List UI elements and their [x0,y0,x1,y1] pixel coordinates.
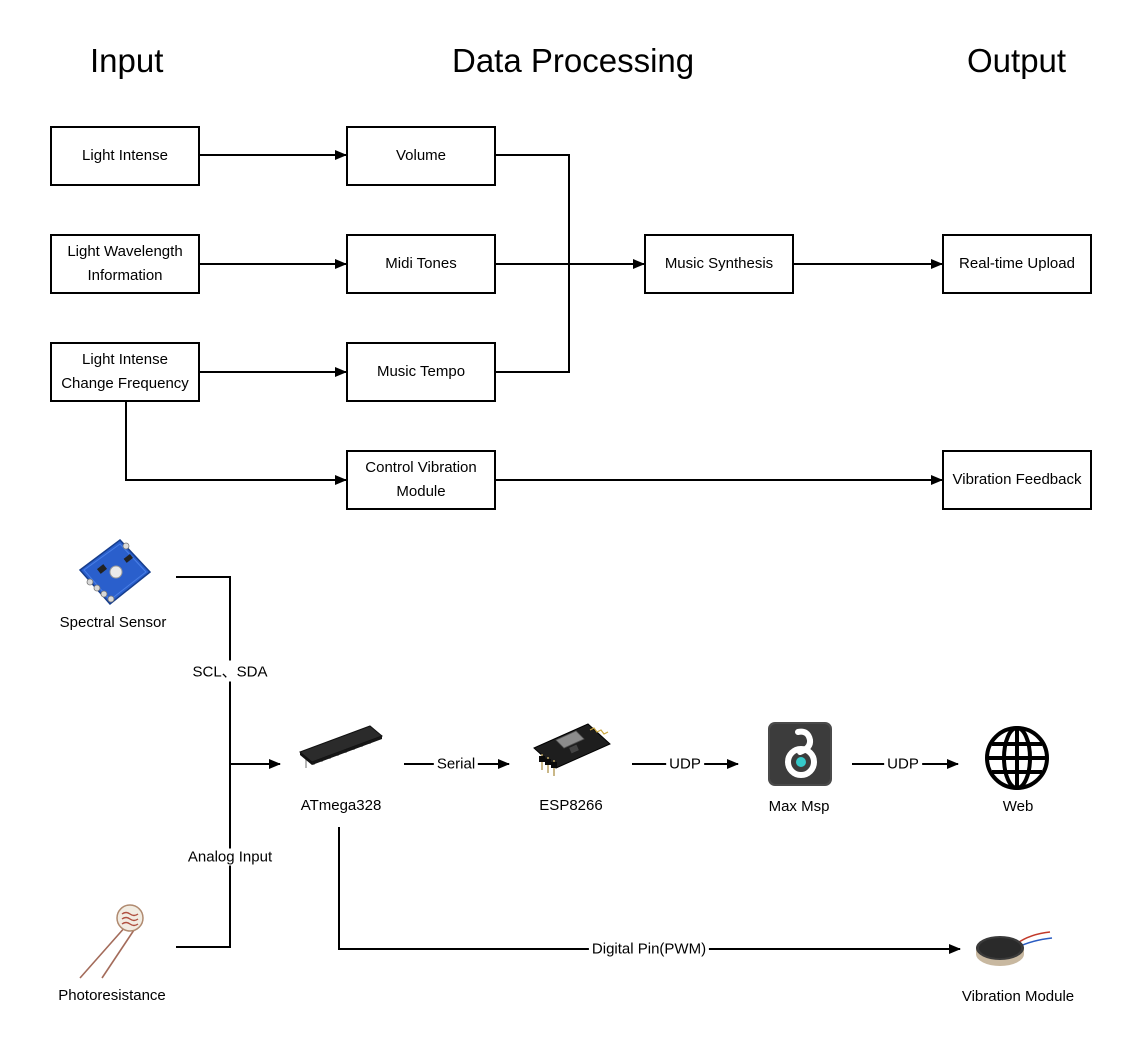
edge-label-scl-sda: SCL、SDA [189,660,271,682]
box-music-tempo: Music Tempo [346,342,496,402]
max-msp-label: Max Msp [768,798,830,815]
header-data-processing: Data Processing [452,42,695,79]
header-input: Input [90,42,164,79]
box-realtime-upload: Real-time Upload [942,234,1092,294]
box-label: Real-time Upload [959,255,1075,272]
box-label: Vibration Feedback [952,471,1082,488]
edge-change-to-vibration-control [125,401,347,485]
esp8266-module-icon [533,723,611,776]
esp8266-label: ESP8266 [539,797,603,814]
box-vibration-feedback: Vibration Feedback [942,450,1092,510]
header-output: Output [967,42,1067,79]
box-control-vibration-module: Control Vibration Module [346,450,496,510]
spectral-sensor-label: Spectral Sensor [59,614,167,631]
box-light-change-frequency: Light Intense Change Frequency [50,342,200,402]
photoresistance-label: Photoresistance [58,987,166,1004]
box-label: Light Intense Change Frequency [61,351,189,392]
box-midi-tones: Midi Tones [346,234,496,294]
box-label: Midi Tones [385,255,457,272]
atmega328-label: ATmega328 [300,797,382,814]
web-label: Web [1002,798,1034,815]
edge-label-analog-input: Analog Input [184,848,276,866]
vibration-motor-icon [976,931,1053,966]
max-msp-logo-icon [768,722,832,786]
edge-label-digital-pin: Digital Pin(PWM) [588,940,710,958]
box-light-wavelength: Light Wavelength Information [50,234,200,294]
box-label: Music Tempo [376,363,466,380]
spectral-sensor-icon [78,538,152,606]
web-globe-icon [985,726,1049,790]
edge-label-udp-1: UDP [666,755,704,773]
box-label: Volume [395,147,447,164]
box-light-intense: Light Intense [50,126,200,186]
vibration-module-label: Vibration Module [961,988,1075,1005]
atmega328-chip-icon [299,725,383,768]
box-label: Control Vibration Module [365,459,477,500]
edge-atmega-to-vibration [338,827,961,954]
edge-label-udp-2: UDP [884,755,922,773]
edge-label-serial: Serial [433,755,479,773]
box-label: Light Wavelength Information [67,243,183,284]
box-label: Music Synthesis [664,255,774,272]
box-music-synthesis: Music Synthesis [644,234,794,294]
box-label: Light Intense [82,147,168,164]
box-volume: Volume [346,126,496,186]
photoresistance-icon [79,904,144,979]
edge-spectral-bus [176,576,231,948]
